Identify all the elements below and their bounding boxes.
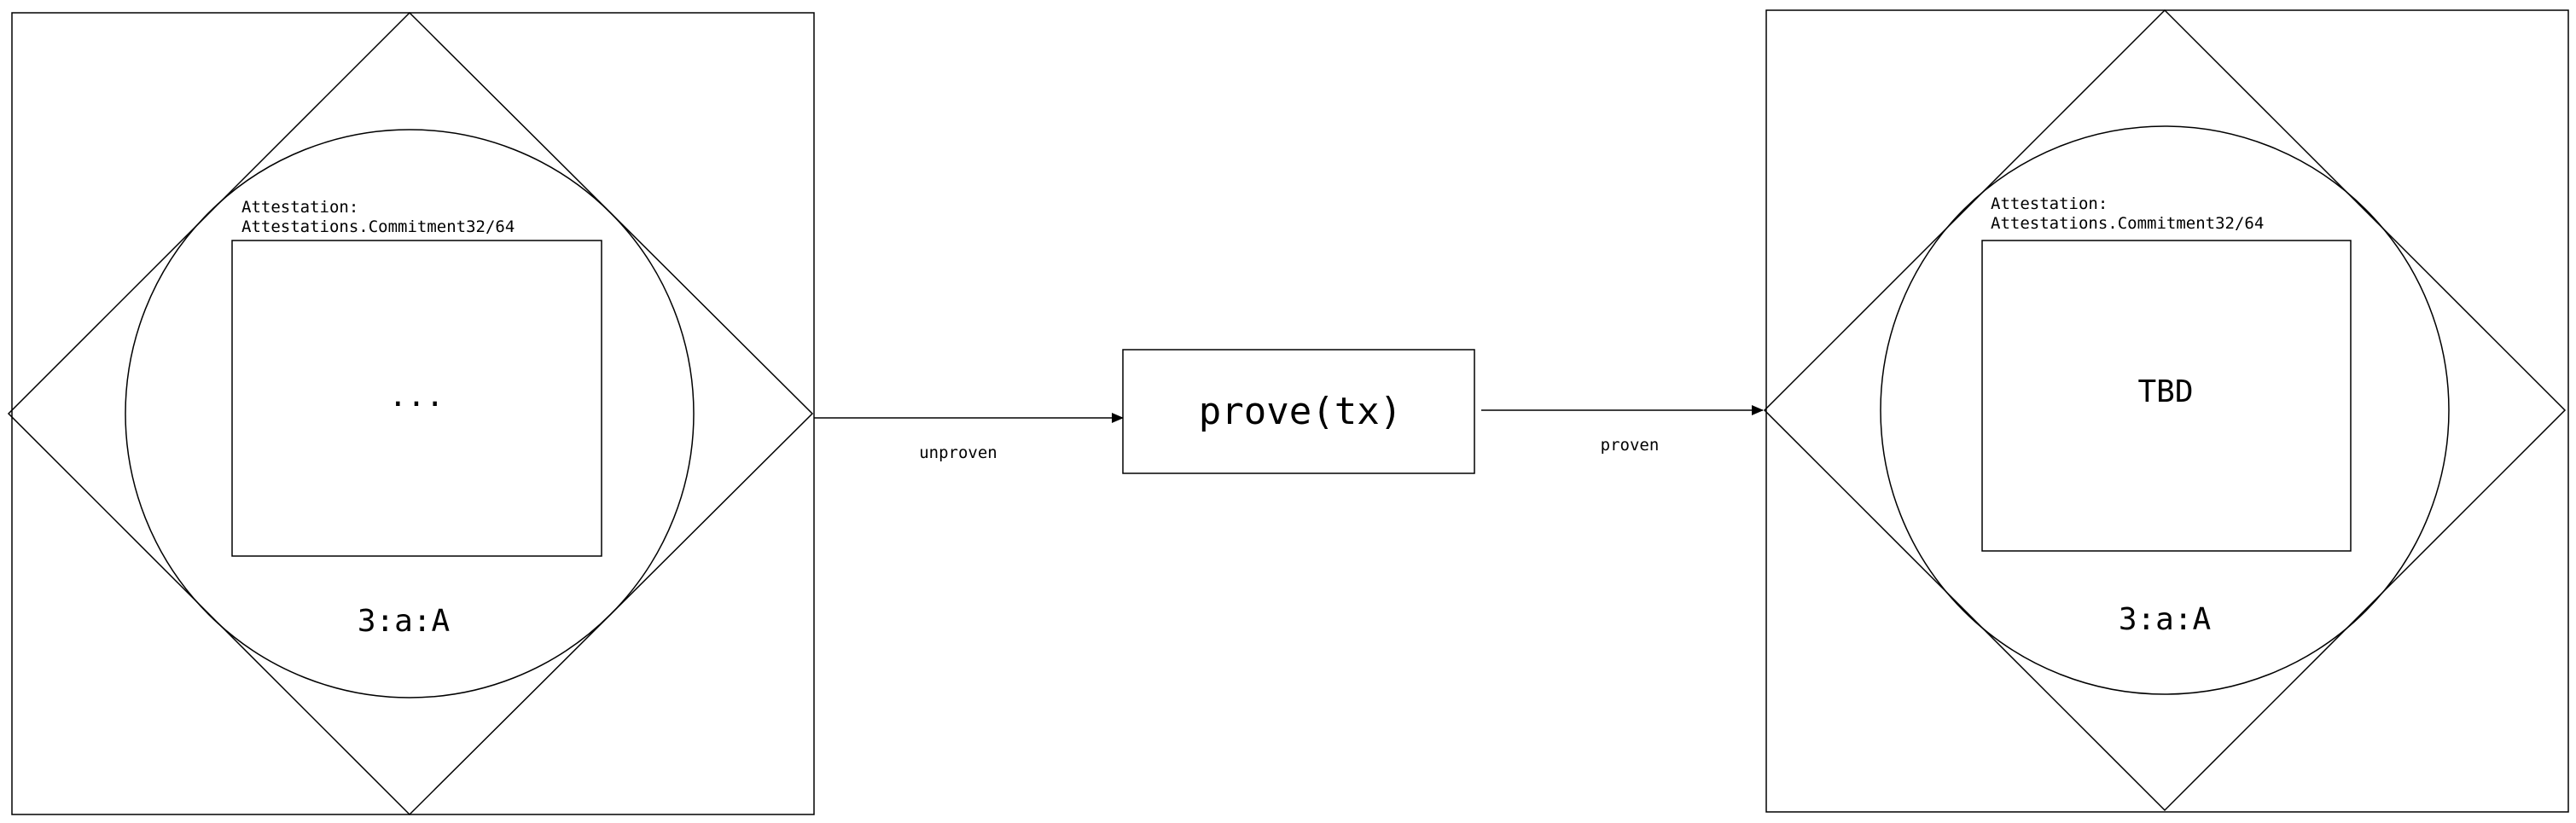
left-header-line1: Attestation: (241, 198, 358, 217)
right-circle (1880, 125, 2450, 695)
process-label: prove(tx) (1199, 390, 1402, 433)
process-node: prove(tx) (1122, 349, 1475, 474)
right-header-line2: Attestations.Commitment32/64 (1991, 214, 2264, 233)
left-outer-square (11, 12, 815, 815)
right-inner-box (1981, 240, 2352, 552)
left-inner-box (231, 240, 602, 557)
left-diamond (7, 11, 814, 816)
right-node: Attestation: Attestations.Commitment32/6… (1763, 9, 2569, 813)
edge-left-to-process-label: unproven (919, 443, 997, 462)
left-id-label: 3:a:A (358, 604, 451, 639)
edge-process-to-right-label: proven (1601, 436, 1660, 455)
right-inner-content: TBD (2137, 374, 2193, 409)
left-circle (125, 129, 695, 698)
edge-process-to-right: proven (1481, 405, 1764, 455)
left-header-line2: Attestations.Commitment32/64 (241, 217, 515, 236)
left-node: Attestation: Attestations.Commitment32/6… (7, 11, 815, 816)
right-header-line1: Attestation: (1991, 194, 2108, 213)
edge-left-to-process: unproven (814, 413, 1124, 462)
right-diamond (1763, 9, 2567, 812)
right-id-label: 3:a:A (2119, 602, 2212, 637)
process-box (1122, 349, 1475, 474)
left-inner-content: ... (388, 379, 444, 414)
